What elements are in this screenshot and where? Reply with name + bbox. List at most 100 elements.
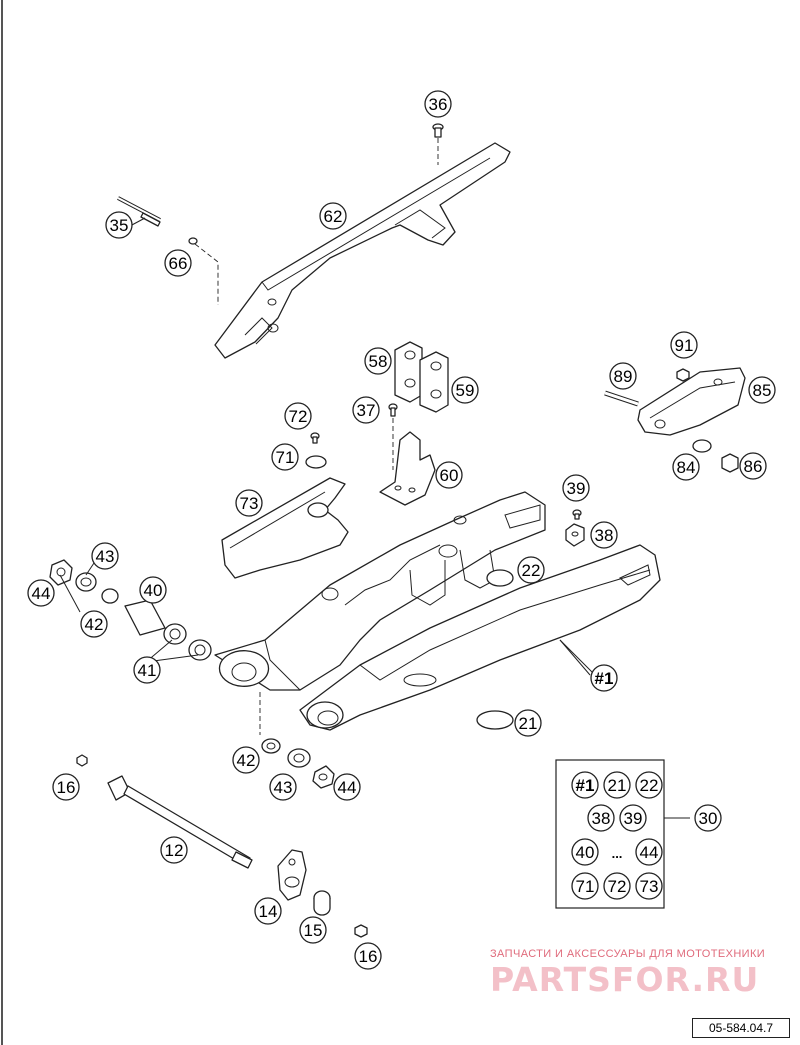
kit-item-label: 73 [640, 877, 659, 896]
callout-c85: 85 [748, 376, 776, 404]
kit-item-label: 40 [576, 843, 595, 862]
kit-item-label: 39 [624, 809, 643, 828]
callout-number: 86 [744, 457, 763, 476]
callout-circle [232, 746, 260, 774]
callout-circle [133, 656, 161, 684]
callout-circle [514, 709, 542, 737]
callout-c15: 15 [299, 916, 327, 944]
screw-37-part [388, 403, 398, 470]
callout-number: 44 [32, 584, 51, 603]
swingarm-part [214, 491, 661, 731]
callout-circle [694, 804, 722, 832]
kit-item: 73 [635, 872, 663, 900]
kit-item: #1 [571, 771, 599, 799]
axle-12-part [107, 775, 253, 869]
callout-circle [105, 211, 133, 239]
callout-c62: 62 [319, 202, 347, 230]
callout-number: 16 [57, 778, 76, 797]
kit-item: 44 [635, 838, 663, 866]
callout-number: 71 [276, 448, 295, 467]
callout-circle [352, 396, 380, 424]
callout-number: 59 [456, 381, 475, 400]
callout-c38: 38 [590, 521, 618, 549]
washer-84-part [692, 439, 712, 453]
nut-91-part [676, 368, 690, 382]
callout-circle [748, 376, 776, 404]
callout-circle [562, 474, 590, 502]
bolt-35-part [117, 196, 161, 227]
nut-16-upper-part [76, 754, 88, 767]
callout-c43a: 43 [91, 542, 119, 570]
kit-item: 40 [571, 838, 599, 866]
callout-circle [139, 576, 167, 604]
callout-number: 12 [165, 841, 184, 860]
callout-c16b: 16 [354, 942, 382, 970]
callout-number: 42 [237, 751, 256, 770]
callout-c39: 39 [562, 474, 590, 502]
kit-item-circle [587, 804, 615, 832]
callout-number: 22 [522, 561, 541, 580]
watermark-logo: PARTSFOR.RU [490, 960, 760, 999]
kit-item-circle [635, 872, 663, 900]
kit-item-circle [635, 838, 663, 866]
callout-number: 16 [359, 947, 378, 966]
callout-number: 36 [429, 95, 448, 114]
cover-21-part [476, 710, 514, 730]
kit-item-label: 44 [640, 843, 659, 862]
callout-c40: 40 [139, 576, 167, 604]
callout-number: 43 [96, 547, 115, 566]
callout-circle [271, 443, 299, 471]
kit-item-circle [571, 771, 599, 799]
kit-item: 22 [635, 771, 663, 799]
chain-guide-part [214, 142, 511, 359]
callout-number: 41 [138, 661, 157, 680]
clamp-block-58-part [394, 341, 423, 403]
kit-item: 72 [603, 872, 631, 900]
washer-66-part [188, 237, 198, 245]
callout-circle [590, 664, 618, 692]
callout-number: 89 [614, 367, 633, 386]
spacer-15-part [313, 890, 331, 916]
screw-36-part [432, 123, 444, 165]
kit-item-label: 72 [608, 877, 627, 896]
kit-item: 39 [619, 804, 647, 832]
callout-circle [590, 521, 618, 549]
kit-item-circle [635, 771, 663, 799]
callout-c14: 14 [254, 897, 282, 925]
kit-item-label: 22 [640, 776, 659, 795]
callout-c30: 30 [694, 804, 722, 832]
callout-number: 60 [440, 466, 459, 485]
callout-number: 15 [304, 921, 323, 940]
callout-circle [91, 542, 119, 570]
callout-c12: 12 [160, 836, 188, 864]
callout-c37: 37 [352, 396, 380, 424]
kit-item-label: 71 [576, 877, 595, 896]
chain-adjuster-14-part [277, 849, 307, 901]
cover-22-part [486, 569, 514, 587]
callout-number: 84 [677, 458, 696, 477]
callout-circle [299, 916, 327, 944]
callout-circle [164, 249, 192, 277]
kit-item-label: ... [612, 846, 623, 861]
callout-circle [670, 331, 698, 359]
callout-circle [424, 90, 452, 118]
callout-circle [284, 402, 312, 430]
figure-code: 05-584.04.7 [692, 1018, 790, 1038]
callout-number: #1 [595, 669, 614, 688]
callout-c21: 21 [514, 709, 542, 737]
callout-circle [435, 461, 463, 489]
kit-item-circle [603, 771, 631, 799]
callout-circle [235, 489, 263, 517]
callout-number: 21 [519, 714, 538, 733]
callout-circle [609, 362, 637, 390]
callout-circle [364, 347, 392, 375]
callout-c41: 41 [133, 656, 161, 684]
callout-c84: 84 [672, 453, 700, 481]
callout-number: 42 [85, 615, 104, 634]
callout-number: 30 [699, 809, 718, 828]
callout-circle [319, 202, 347, 230]
callout-c42a: 42 [80, 610, 108, 638]
kit-item: ... [612, 846, 623, 861]
callout-circle [451, 376, 479, 404]
screw-39-part [572, 509, 582, 520]
